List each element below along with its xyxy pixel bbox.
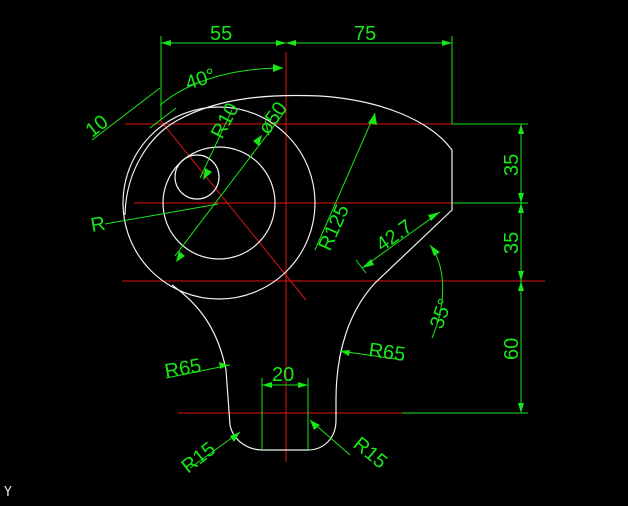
- arrow-35-low-a: [518, 203, 524, 213]
- dimension-geometry: [91, 36, 528, 469]
- ucs-axis-label: Y: [4, 485, 12, 500]
- label-dim-35-lower[interactable]: 35: [501, 232, 523, 254]
- arrow-42-7-a: [362, 259, 374, 268]
- arrow-35-low-b: [518, 271, 524, 281]
- arrow-35deg: [430, 245, 440, 256]
- label-dim-60[interactable]: 60: [501, 338, 523, 360]
- label-dim-r65-left[interactable]: R65: [163, 355, 203, 383]
- label-dim-20[interactable]: 20: [272, 364, 294, 386]
- outer-profile: [171, 94, 453, 451]
- arrow-r15-right: [310, 420, 320, 430]
- arrow-75-left: [286, 40, 296, 46]
- arrow-20-left: [262, 382, 272, 388]
- label-dim-r125[interactable]: R125: [314, 201, 354, 254]
- label-dim-55[interactable]: 55: [210, 23, 232, 45]
- circle-d50: [162, 146, 276, 260]
- centerlines: [122, 52, 545, 462]
- arrow-r65-right: [340, 350, 350, 356]
- leader-r125: [314, 112, 376, 251]
- circle-r10: [174, 154, 220, 200]
- leader-r65-left: [165, 364, 231, 379]
- label-dim-40deg[interactable]: 40°: [183, 64, 219, 94]
- arrow-35-top-b: [518, 193, 524, 203]
- centerline-diagonal: [159, 119, 307, 301]
- ext-42-7-a: [355, 259, 367, 274]
- label-dim-75[interactable]: 75: [354, 23, 376, 45]
- label-dim-r[interactable]: R: [89, 213, 107, 237]
- arrow-35-top-a: [518, 124, 524, 134]
- arrow-55-right: [276, 40, 286, 46]
- label-dim-r15-left[interactable]: R15: [178, 438, 220, 478]
- label-dim-10[interactable]: 10: [82, 111, 113, 142]
- arrow-r10: [203, 168, 212, 180]
- upper-left-arc: [124, 119, 179, 216]
- arrow-r125: [368, 113, 377, 125]
- leader-r: [104, 203, 219, 225]
- part-geometry: [122, 94, 453, 451]
- dimline-10-a: [91, 87, 161, 141]
- dimline-42-7: [361, 211, 441, 269]
- arrow-r15-left: [230, 432, 240, 442]
- arrow-20-right: [298, 382, 308, 388]
- label-dim-r15-right[interactable]: R15: [349, 433, 391, 473]
- arc-40deg: [159, 67, 284, 106]
- arrow-60-b: [518, 403, 524, 413]
- dimline-10-b: [149, 107, 177, 129]
- arrow-55-left: [161, 40, 171, 46]
- leader-r10: [199, 109, 233, 179]
- label-dim-35deg[interactable]: 35°: [426, 296, 457, 332]
- leader-d50: [174, 109, 287, 257]
- arrow-d50-bottom: [176, 251, 185, 262]
- arrow-r65-left: [219, 362, 228, 369]
- label-dim-r65-right[interactable]: R65: [367, 339, 406, 366]
- arrow-42-7-b: [428, 212, 440, 221]
- arrow-d50-top: [253, 135, 262, 146]
- arrow-40deg: [273, 64, 283, 72]
- outer-circle: [122, 106, 316, 300]
- label-dim-35-upper[interactable]: 35: [501, 154, 523, 176]
- arrow-75-right: [442, 40, 452, 46]
- arrow-60-a: [518, 281, 524, 291]
- leader-r65-right: [339, 350, 404, 361]
